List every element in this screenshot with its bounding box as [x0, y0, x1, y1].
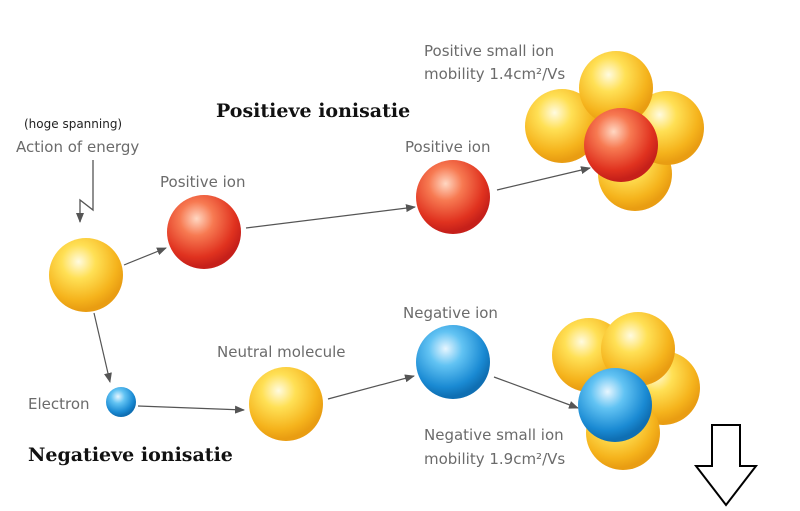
- neutral-molecule-label: Neutral molecule: [217, 343, 345, 361]
- positive-mobility-label: mobility 1.4cm²/Vs: [424, 65, 565, 83]
- cluster-negative-ion: [578, 368, 652, 442]
- action-of-energy-label: Action of energy: [16, 138, 139, 156]
- arrow-to-negative-cluster: [493, 376, 579, 409]
- negative-small-ion-cluster: [552, 312, 700, 470]
- electron: [106, 387, 136, 417]
- arrow-to-positive-ion: [123, 247, 167, 266]
- down-arrow-icon: [693, 424, 759, 507]
- negative-mobility-label: mobility 1.9cm²/Vs: [424, 450, 565, 468]
- cluster-molecule: [601, 312, 675, 386]
- positive-small-ion-cluster: [525, 51, 704, 211]
- cluster-molecule: [525, 89, 599, 163]
- arrow-neutral-to-negative: [327, 374, 415, 400]
- positive-ion-label-1: Positive ion: [160, 173, 245, 191]
- arrow-positive-ion-to-ion: [245, 204, 416, 229]
- energy-arrow: [76, 160, 94, 223]
- cluster-positive-ion: [584, 108, 658, 182]
- negative-ion: [416, 325, 490, 399]
- hoge-spanning-label: (hoge spanning): [24, 117, 122, 131]
- arrow-electron-to-neutral: [137, 405, 245, 414]
- neutral-molecule: [249, 367, 323, 441]
- heading-positive-ionisation: Positieve ionisatie: [216, 100, 410, 122]
- arrow-to-positive-cluster: [496, 166, 591, 191]
- arrow-to-electron: [93, 312, 112, 383]
- heading-negative-ionisation: Negatieve ionisatie: [28, 444, 233, 466]
- positive-ion-2: [416, 160, 490, 234]
- source-molecule: [49, 238, 123, 312]
- negative-ion-label: Negative ion: [403, 304, 498, 322]
- positive-ion-label-2: Positive ion: [405, 138, 490, 156]
- positive-ion-1: [167, 195, 241, 269]
- electron-label: Electron: [28, 395, 90, 413]
- positive-small-ion-label: Positive small ion: [424, 42, 554, 60]
- negative-small-ion-label: Negative small ion: [424, 426, 564, 444]
- cluster-molecule: [579, 51, 653, 125]
